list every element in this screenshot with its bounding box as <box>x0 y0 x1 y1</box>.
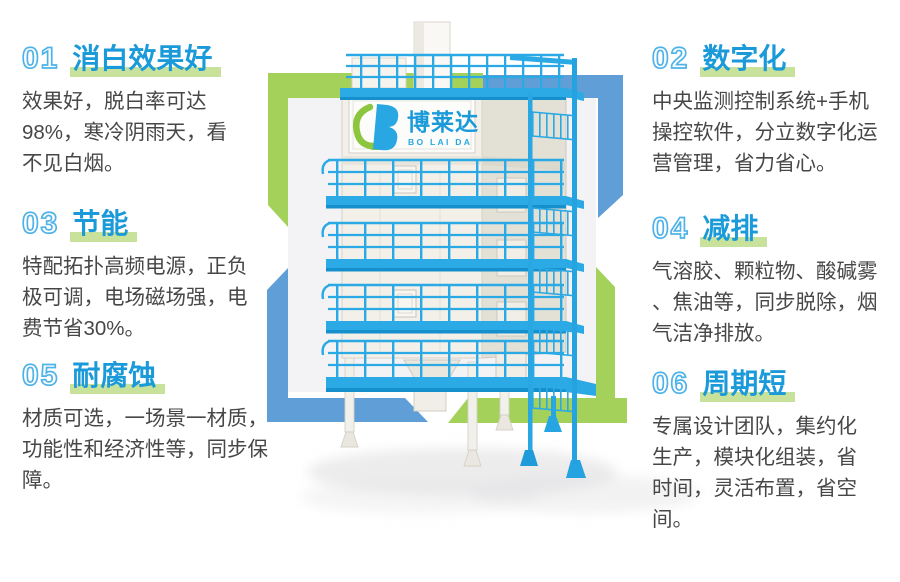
walkway-tier-1 <box>321 158 584 209</box>
brand-name-en: BO LAI DA <box>408 137 472 147</box>
feature-03-energy-saving: 03 节能 特配拓扑高频电源，正负 极可调，电场磁场强，电 费节省30%。 <box>21 206 274 344</box>
feature-heading: 06 周期短 <box>651 366 892 403</box>
feature-title: 数字化 <box>700 42 796 78</box>
feature-number: 06 <box>651 366 690 401</box>
feature-02-digital: 02 数字化 中央监测控制系统+手机 操控软件，分立数字化运 营管理，省力省心。 <box>651 41 892 179</box>
top-railing <box>340 53 584 101</box>
feature-01-whitening: 01 消白效果好 效果好，脱白率可达 98%，寒冷阴雨天，看 不见白烟。 <box>21 41 274 179</box>
brand-logo-icon <box>353 103 399 151</box>
feature-title: 周期短 <box>700 367 796 403</box>
logo-panel: 博莱达 BO LAI DA <box>348 96 479 154</box>
feature-title: 节能 <box>70 207 138 243</box>
feature-05-corrosion-resistant: 05 耐腐蚀 材质可选，一场景一材质， 功能性和经济性等，同步保 障。 <box>21 358 274 496</box>
feature-title: 消白效果好 <box>70 42 222 78</box>
feature-description: 材质可选，一场景一材质， 功能性和经济性等，同步保 障。 <box>22 407 268 493</box>
feature-number: 05 <box>21 358 60 393</box>
feature-title: 耐腐蚀 <box>70 359 166 395</box>
feature-description: 特配拓扑高频电源，正负 极可调，电场磁场强，电 费节省30%。 <box>22 255 248 341</box>
walkway-tier-3 <box>321 283 584 334</box>
machine-tower: 博莱达 BO LAI DA <box>321 21 596 478</box>
feature-heading: 01 消白效果好 <box>21 41 274 78</box>
walkway-tier-2 <box>321 221 584 272</box>
feature-04-emission-reduction: 04 减排 气溶胶、颗粒物、酸碱雾 、焦油等，同步脱除，烟 气洁净排放。 <box>651 211 892 349</box>
ground-shadow <box>300 448 700 514</box>
feature-description: 中央监测控制系统+手机 操控软件，分立数字化运 营管理，省力省心。 <box>652 90 878 176</box>
feature-heading: 02 数字化 <box>651 41 892 78</box>
feature-heading: 04 减排 <box>651 211 892 248</box>
feature-06-short-cycle: 06 周期短 专属设计团队，集约化 生产，模块化组装，省 时间，灵活布置，省空 … <box>651 366 892 535</box>
brand-name-cn: 博莱达 <box>407 109 479 135</box>
scaffold <box>520 58 586 478</box>
feature-number: 02 <box>651 41 690 76</box>
feature-description: 效果好，脱白率可达 98%，寒冷阴雨天，看 不见白烟。 <box>22 90 228 176</box>
feature-number: 04 <box>651 211 690 246</box>
feature-title: 减排 <box>700 212 768 248</box>
feature-heading: 03 节能 <box>21 206 274 243</box>
feature-number: 01 <box>21 41 60 76</box>
feature-description: 气溶胶、颗粒物、酸碱雾 、焦油等，同步脱除，烟 气洁净排放。 <box>652 260 878 346</box>
feature-description: 专属设计团队，集约化 生产，模块化组装，省 时间，灵活布置，省空 间。 <box>652 415 857 532</box>
walkway-tier-4 <box>321 339 596 396</box>
feature-heading: 05 耐腐蚀 <box>21 358 274 395</box>
feature-number: 03 <box>21 206 60 241</box>
